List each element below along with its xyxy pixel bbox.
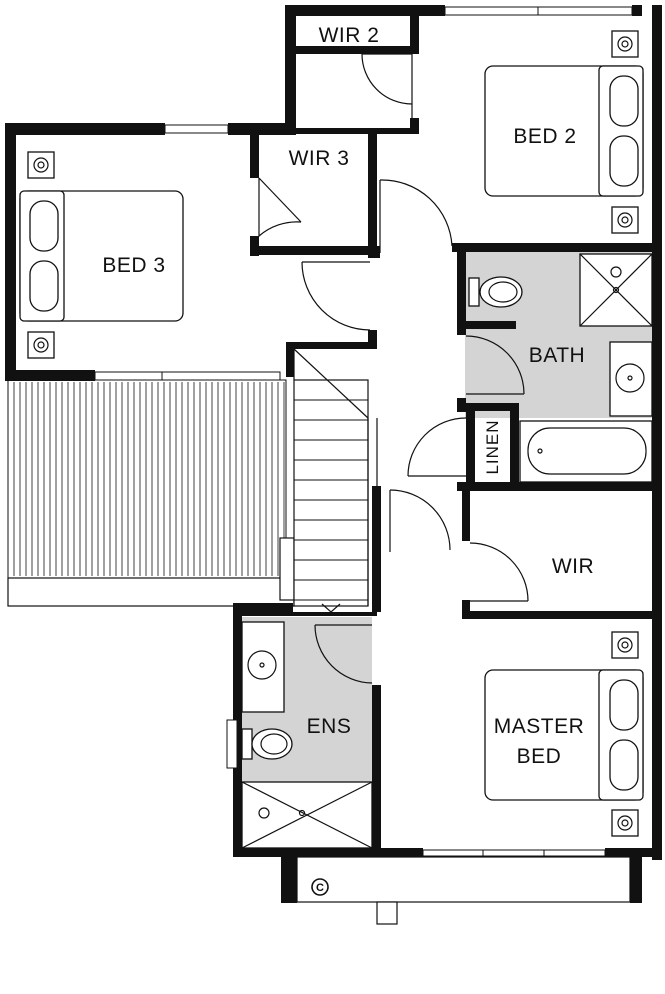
- doors: [258, 53, 529, 684]
- label-wir: WIR: [552, 555, 594, 578]
- copyright-letter: C: [316, 882, 324, 894]
- bed-3-furniture: [19, 151, 184, 359]
- label-master-bed-line-1: MASTER: [494, 715, 585, 738]
- label-bath: BATH: [529, 344, 585, 367]
- bath-fixtures: [468, 253, 653, 483]
- deck: [7, 379, 295, 607]
- label-bed-2: BED 2: [513, 125, 576, 148]
- label-linen: LINEN: [483, 419, 502, 474]
- label-wir-2: WIR 2: [319, 24, 380, 47]
- bed-2-furniture: [484, 30, 644, 234]
- windows: [94, 6, 633, 857]
- copyright-icon: C: [311, 878, 329, 896]
- ensuite-fixtures: [241, 621, 373, 849]
- deck-slats: [13, 382, 285, 576]
- staircase: [293, 348, 378, 613]
- walls: [5, 5, 662, 925]
- master-bed-furniture: [484, 631, 644, 837]
- label-ens: ENS: [307, 715, 352, 738]
- label-master-bed-line-2: BED: [517, 745, 562, 768]
- room-labels: WIR 2 WIR 3 BED 2 BED 3 BATH LINEN WIR E…: [102, 24, 594, 768]
- label-wir-3: WIR 3: [289, 147, 350, 170]
- label-bed-3: BED 3: [102, 254, 165, 277]
